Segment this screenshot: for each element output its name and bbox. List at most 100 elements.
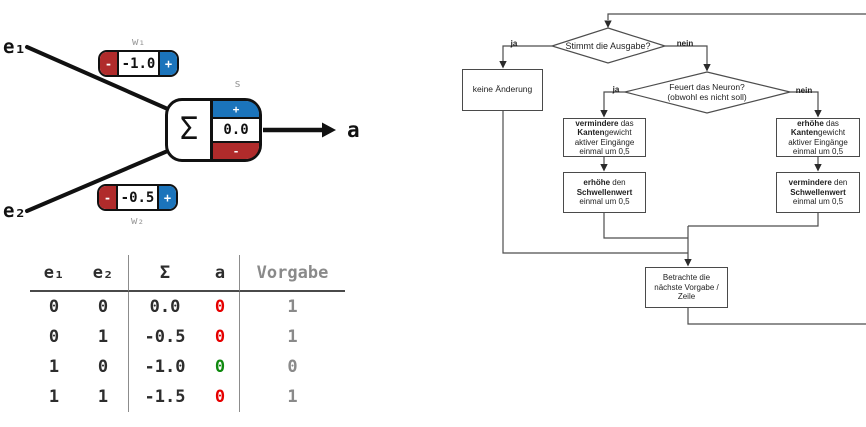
input1-wire [25,45,172,112]
weight1-value: -1.0 [119,52,158,75]
no-change-join-line [502,110,688,254]
bold-text: Kanten [577,128,605,137]
threshold-increase-button[interactable]: + [213,101,259,119]
loop-top-line [607,13,866,20]
col-header-a: a [201,255,240,292]
loop-return-line [687,308,866,325]
table-cell: -1.0 [144,357,186,377]
decision2-diamond [624,71,791,114]
arrowhead-icon [814,110,822,118]
table-cell: 0 [78,352,129,382]
text: das [823,118,839,128]
table-cell-target: 0 [287,357,298,377]
nein1-line [665,45,708,64]
bold-text: vermindere [788,178,832,188]
table-cell-target: 1 [287,387,298,407]
decision1-text: Stimmt die Ausgabe? [565,41,651,51]
weight1-increase-button[interactable]: + [158,52,177,75]
table-cell: 1 [48,357,60,377]
text: den [610,178,626,188]
col-header-vorgabe: Vorgabe [240,255,345,292]
neuron-wires-canvas [25,45,336,213]
table-cell: 1 [78,322,129,352]
text: den [831,178,848,188]
weight2-increase-button[interactable]: + [157,186,176,209]
arrowhead-icon [600,110,608,118]
weight2-control: - -0.5 + [97,184,178,211]
col-header-sum: Σ [129,255,201,292]
weight1-decrease-button[interactable]: - [100,52,119,75]
no-change-text: keine Änderung [472,84,533,95]
text: aktiver Eingänge [788,137,848,147]
threshold-decrease-button[interactable]: - [213,141,259,159]
threshold-label: s [234,77,241,90]
text: Betrachte die [662,273,711,283]
text: gewicht [604,128,632,137]
input2-label: e₂ [3,200,26,222]
no-change-box: keine Änderung [462,69,543,111]
arrowhead-icon [703,64,711,72]
arrowhead-icon [814,164,822,172]
nein2-label: nein [795,86,813,95]
next-row-box: Betrachte die nächste Vorgabe / Zeile [645,267,728,308]
text: gewicht [818,128,846,137]
bold-text: vermindere [575,118,619,128]
decision1-diamond [549,27,668,64]
decision2-line2: (obwohl es nicht soll) [667,92,747,102]
increase-weight-box: erhöhe das Kantengewicht aktiver Eingäng… [776,118,860,157]
table-cell: -1.5 [144,387,186,407]
arrowhead-icon [499,61,507,69]
ja1-label: ja [510,39,518,48]
table-cell-output: 0 [201,382,240,412]
text: einmal um 0,5 [792,197,844,207]
table-cell: 0.0 [149,297,181,317]
table-cell-output: 0 [201,322,240,352]
text: das [618,118,634,128]
truth-table: e₁ e₂ Σ a Vorgabe 0 0 0.0 0 1 0 1 -0.5 0… [30,255,345,412]
output-label: a [347,118,360,142]
input2-wire [25,148,172,213]
table-cell-output: 0 [201,292,240,322]
table-cell-target: 1 [287,297,298,317]
bold-text: erhöhe [583,178,611,188]
arrowhead-icon [604,20,612,28]
bold-text: erhöhe [797,118,824,128]
threshold-control: + 0.0 - [210,101,259,159]
learning-rule-flowchart: Stimmt die Ausgabe? Feuert das Neuron? (… [430,0,866,427]
bold-text: Schwellenwert [790,187,846,197]
weight1-label: w₁ [131,35,146,48]
increase-threshold-box: erhöhe den Schwellenwert einmal um 0,5 [563,172,646,213]
left-join-line [603,213,688,239]
flowchart-canvas [499,13,866,325]
table-cell: 1 [78,382,129,412]
decrease-weight-box: vermindere das Kantengewicht aktiver Ein… [563,118,646,157]
text: einmal um 0,5 [792,147,844,156]
table-cell: 0 [48,327,60,347]
decrease-threshold-box: vermindere den Schwellenwert einmal um 0… [776,172,860,213]
text: Zeile [677,292,696,302]
nein1-label: nein [676,39,694,48]
input1-label: e₁ [3,36,26,58]
ja1-line [502,45,552,61]
decision2-text: Feuert das Neuron? (obwohl es nicht soll… [637,82,777,102]
col-header-e2: e₂ [78,255,129,292]
arrowhead-icon [684,259,692,267]
bold-text: Schwellenwert [576,187,633,197]
table-cell: 0 [48,297,60,317]
nein2-line [790,91,819,110]
weight2-label: w₂ [130,214,145,227]
table-cell: 0 [78,292,129,322]
output-arrowhead-icon [322,122,336,138]
col-header-e1: e₁ [30,255,78,292]
weight1-control: - -1.0 + [98,50,179,77]
text: einmal um 0,5 [579,197,630,207]
decision2-line1: Feuert das Neuron? [669,82,745,92]
ja2-line [603,91,625,110]
neuron-body: Σ + 0.0 - [165,98,262,162]
table-cell-output: 0 [201,352,240,382]
table-cell-target: 1 [287,327,298,347]
weight2-decrease-button[interactable]: - [99,186,118,209]
right-join-line [688,213,819,227]
table-cell: -0.5 [144,327,186,347]
